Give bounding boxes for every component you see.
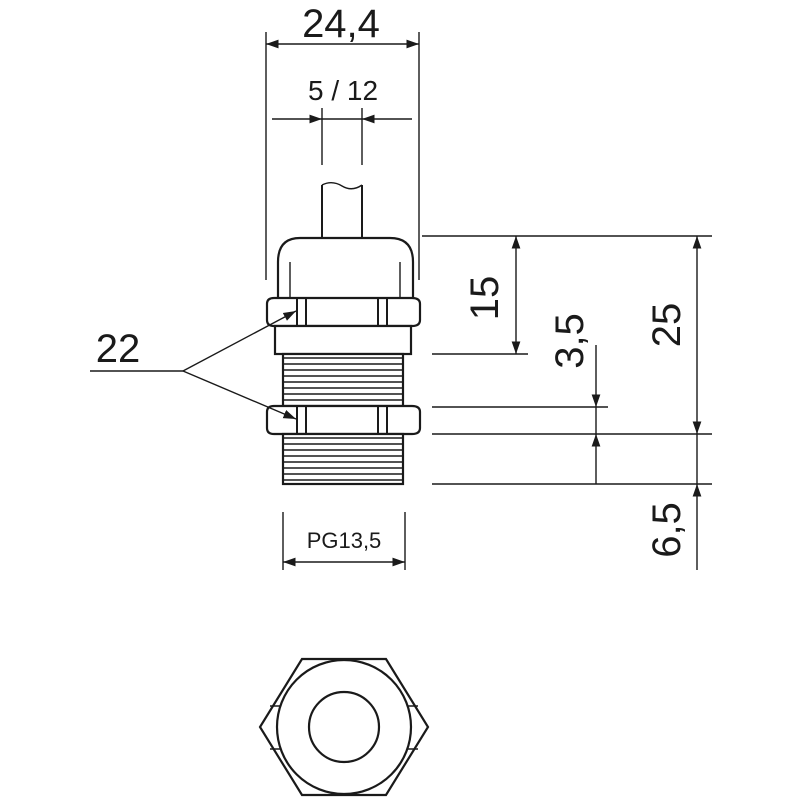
dimension-thread-length: 6,5 [645,434,702,570]
cable-range-label: 5 / 12 [308,75,378,106]
total-height-label: 25 [645,303,689,348]
wrench-size-label: 22 [96,327,141,371]
extension-lines [422,235,712,485]
lower-hex-nut [265,404,422,436]
thread-lines [283,357,403,481]
dimension-thread-type: PG13,5 [282,512,406,570]
thread-type-label: PG13,5 [307,528,382,553]
side-view [265,182,422,486]
nut-height-label: 3,5 [548,313,592,369]
thread-length-label: 6,5 [645,502,689,558]
cable-opening [307,690,381,764]
top-view [258,657,430,797]
gland-shank [273,324,413,356]
gland-thread [281,352,405,408]
cable [321,182,363,238]
cap-height-label: 15 [463,276,507,321]
dimension-wrench-size: 22 [90,310,297,420]
dimension-total-height: 25 [645,236,702,434]
overall-width-label: 24,4 [302,2,380,46]
dimension-cap-height: 15 [463,236,521,354]
upper-hex-nut [265,296,422,328]
dimension-nut-height: 3,5 [548,313,601,484]
connection-thread [281,432,405,486]
dimension-cable-range: 5 / 12 [272,75,412,165]
dome-cap [276,236,415,302]
dimension-overall-width: 24,4 [265,2,420,280]
